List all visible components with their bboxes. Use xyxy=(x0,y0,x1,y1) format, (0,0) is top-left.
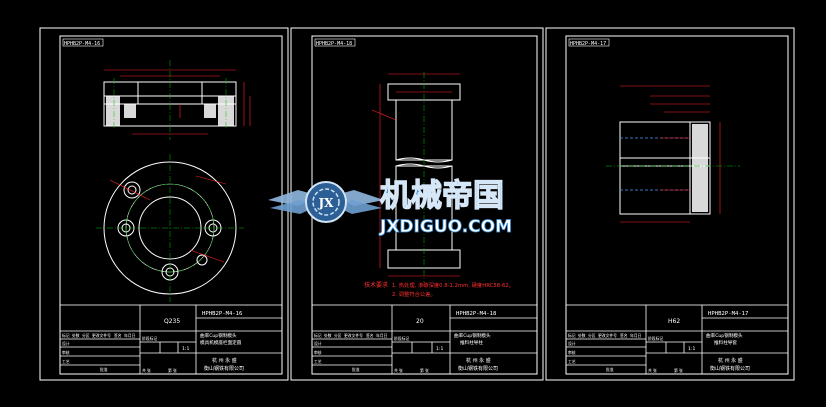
sheet-3-company-1: 杭 州 永 盛 xyxy=(718,357,743,364)
sheet-2-company-2: 衡山钢铁有限公司 xyxy=(458,365,498,372)
sheet-3-outer-frame xyxy=(545,27,795,381)
sheet-2-tech-req-2: 2. 调整符合公差。 xyxy=(392,290,436,298)
sheet-2-label-change: 更改文件号 xyxy=(344,333,363,338)
sheet-1-drawing-no: HPHB2P-M4-16 xyxy=(202,311,242,317)
sheet-3-label-change: 更改文件号 xyxy=(598,333,617,338)
sheet-1-label-mark: 标记 xyxy=(62,333,70,338)
watermark: JX 机械帝国 JXDIGUO.COM xyxy=(268,177,512,237)
sheet-1-label-process: 工艺 xyxy=(62,359,70,364)
sheet-3-label-count: 处数 xyxy=(578,333,586,338)
watermark-site: JXDIGUO.COM xyxy=(379,217,512,237)
watermark-brand: 机械帝国 xyxy=(380,178,504,214)
sheet-2-label-sheet-no: 第 张 xyxy=(420,368,429,373)
sheet-1-label-approve: 批准 xyxy=(100,367,108,372)
sheet-2-label-sign: 签名 xyxy=(366,333,374,338)
sheet-3-company-2: 衡山钢铁有限公司 xyxy=(710,365,750,372)
sheet-1-drawing xyxy=(96,60,251,302)
sheet-3-material: H62 xyxy=(668,318,680,325)
sheet-2-label-mark: 标记 xyxy=(314,333,322,338)
sheet-1-part-name-2: 模具机模座栏面定圆 xyxy=(200,339,242,346)
sheet-2-part-name-2: 推料柱导柱 xyxy=(460,339,483,346)
sheet-2-label-stage: 阶段标记 xyxy=(394,336,409,341)
sheet-1-scale: 1:1 xyxy=(182,346,189,352)
id-tags: HPHB2P-M4-16 HPHB2P-M4-18 HPHB2P-M4-17 xyxy=(62,38,610,47)
sheet-1-label-date: 年月日 xyxy=(124,333,136,338)
sheet-2-drawing-no: HPHB2P-M4-18 xyxy=(456,311,497,317)
watermark-emblem-icon: JX xyxy=(268,181,384,223)
sheet-1-company-2: 衡山钢铁有限公司 xyxy=(204,365,244,372)
sheet-1-label-sheets: 共 张 xyxy=(142,368,151,373)
sheet-1-label-design: 设计 xyxy=(62,341,70,346)
sheet-2-material: 20 xyxy=(416,318,424,325)
sheet-1-label-change: 更改文件号 xyxy=(92,333,111,338)
sheet-3-label-sheets: 共 张 xyxy=(648,368,657,373)
sheet-3-label-review: 审核 xyxy=(568,350,576,355)
sheet-2-title-block: 20 HPHB2P-M4-18 曲率Cup钢制模头 推料柱导柱 杭 州 永 盛 … xyxy=(311,304,538,375)
sheet-1-id-tag: HPHB2P-M4-16 xyxy=(64,41,100,47)
watermark-emblem-text: JX xyxy=(318,196,335,210)
sheet-3-title-block: H62 HPHB2P-M4-17 曲率Cup钢制模头 推料柱导套 杭 州 永 盛… xyxy=(565,304,789,375)
sheet-3-part-name-2: 推料柱导套 xyxy=(714,339,737,346)
sheet-2-part-name-1: 曲率Cup钢制模头 xyxy=(454,332,491,339)
sheet-1-part-name-1: 曲率Cup钢制模头 xyxy=(200,332,237,339)
sheet-3-label-process: 工艺 xyxy=(568,359,576,364)
sheet-2-id-tag: HPHB2P-M4-18 xyxy=(316,41,352,47)
sheet-2-scale: 1:1 xyxy=(436,346,443,352)
sheet-3-drawing xyxy=(606,85,740,223)
sheet-3-label-sheet-no: 第 张 xyxy=(674,368,683,373)
sheet-2-company-1: 杭 州 永 盛 xyxy=(466,357,491,364)
sheet-2-tech-req-1: 1. 热处理, 渗碳深度0.8-1.2mm, 硬度HRC58-62。 xyxy=(392,281,514,289)
sheet-1-label-zone: 分区 xyxy=(82,333,90,338)
sheet-3-label-stage: 阶段标记 xyxy=(648,336,663,341)
sheet-2-label-process: 工艺 xyxy=(314,359,322,364)
sheet-3-scale: 1:1 xyxy=(688,346,695,352)
sheet-1-label-sheet-no: 第 张 xyxy=(168,368,177,373)
sheet-3-label-mark: 标记 xyxy=(568,333,576,338)
sheet-3-label-zone: 分区 xyxy=(588,333,596,338)
sheet-1-label-stage: 阶段标记 xyxy=(142,336,157,341)
sheet-3-label-approve: 批准 xyxy=(606,367,614,372)
sheet-3-label-design: 设计 xyxy=(568,341,576,346)
sheet-2-label-sheets: 共 张 xyxy=(394,368,403,373)
sheet-3-part-name-1: 曲率Cup钢制模头 xyxy=(706,332,743,339)
sheet-2-label-approve: 批准 xyxy=(352,367,360,372)
sheet-2-drawing: 技术要求 1. 热处理, 渗碳深度0.8-1.2mm, 硬度HRC58-62。 … xyxy=(364,72,514,298)
sheet-3-label-sign: 签名 xyxy=(620,333,628,338)
sheet-3-drawing-no: HPHB2P-M4-17 xyxy=(708,311,748,317)
sheet-1-material: Q235 xyxy=(164,318,180,325)
sheet-2-label-review: 审核 xyxy=(314,350,322,355)
sheet-1-label-review: 审核 xyxy=(62,350,70,355)
sheet-2-tech-req-title: 技术要求 xyxy=(364,281,388,289)
sheet-1-title-block: Q235 HPHB2P-M4-16 曲率Cup钢制模头 模具机模座栏面定圆 杭 … xyxy=(59,304,283,375)
sheet-3-id-tag: HPHB2P-M4-17 xyxy=(570,41,606,47)
sheet-2-label-design: 设计 xyxy=(314,341,322,346)
sheet-1-outer-frame xyxy=(39,27,289,381)
sheet-3-label-date: 年月日 xyxy=(630,333,642,338)
sheet-1-label-sign: 签名 xyxy=(114,333,122,338)
sheet-2-label-zone: 分区 xyxy=(334,333,342,338)
sheet-1-company-1: 杭 州 永 盛 xyxy=(212,357,237,364)
sheet-1-label-count: 处数 xyxy=(72,333,80,338)
sheet-2-label-count: 处数 xyxy=(324,333,332,338)
sheet-2-label-date: 年月日 xyxy=(376,333,388,338)
